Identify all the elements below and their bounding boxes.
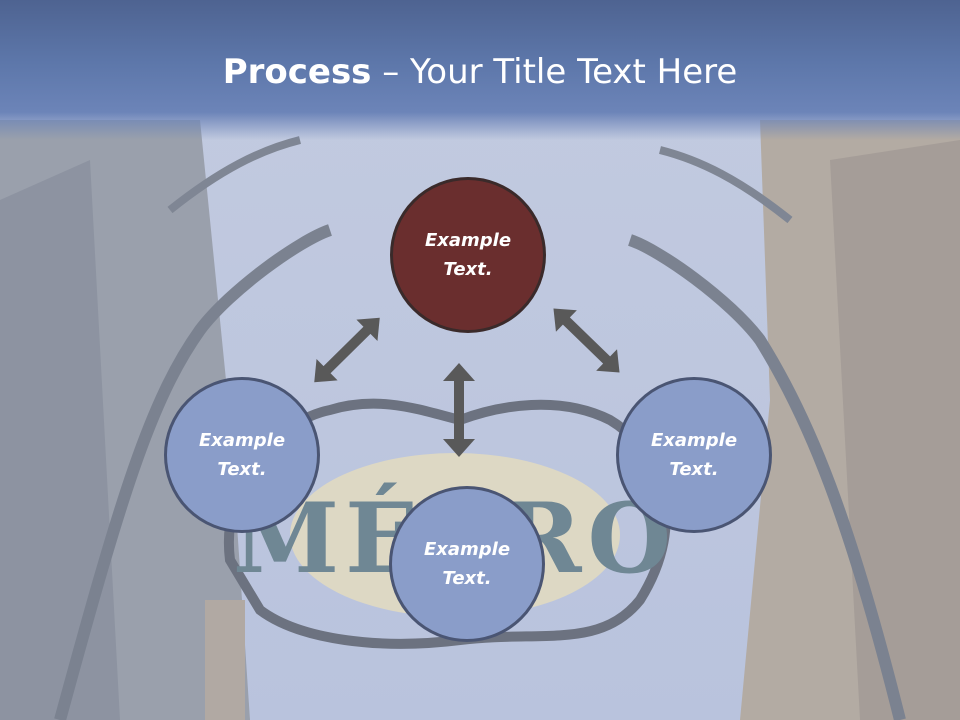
node-left-label: Example Text. xyxy=(198,430,286,480)
node-right[interactable]: Example Text. xyxy=(616,377,772,533)
title-bold: Process xyxy=(222,52,372,92)
arrow-vertical xyxy=(443,363,475,457)
arrow-top-left xyxy=(314,317,380,383)
node-bottom-label: Example Text. xyxy=(423,539,511,589)
node-left[interactable]: Example Text. xyxy=(164,377,320,533)
node-top-label: Example Text. xyxy=(424,230,512,280)
slide-title[interactable]: Process – Your Title Text Here xyxy=(0,52,960,92)
arrow-top-right xyxy=(553,308,620,373)
node-right-label: Example Text. xyxy=(650,430,738,480)
node-bottom[interactable]: Example Text. xyxy=(389,486,545,642)
title-rest: – Your Title Text Here xyxy=(371,52,738,92)
title-band xyxy=(0,0,960,140)
node-top[interactable]: Example Text. xyxy=(390,177,546,333)
